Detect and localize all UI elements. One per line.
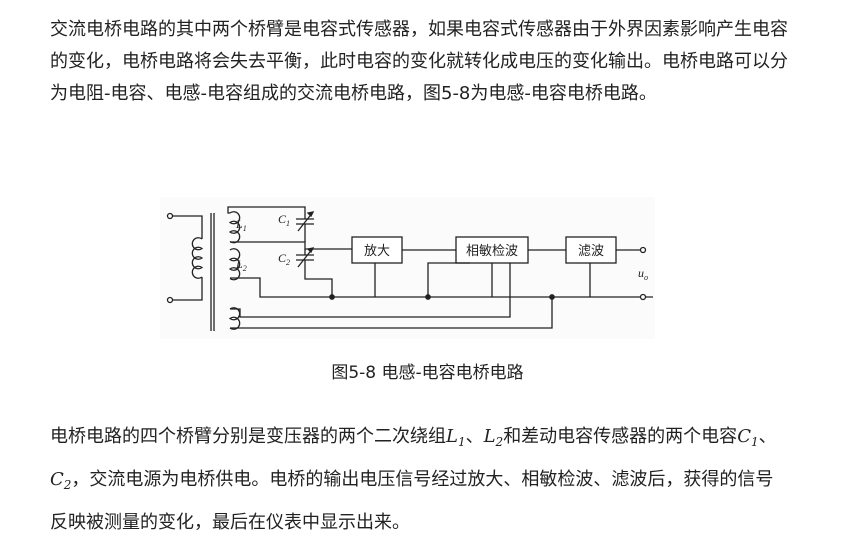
symbol-c1: C1 <box>737 426 759 449</box>
junction-dot <box>329 294 335 300</box>
psd-ref-wire-2 <box>230 263 511 318</box>
label-uo: uo <box>638 266 648 282</box>
filter-block <box>565 236 617 264</box>
secondary-coil-l1 <box>228 211 241 244</box>
figure-caption: 图5-8 电感-电容电桥电路 <box>331 363 524 383</box>
symbol-c2: C2 <box>50 469 72 492</box>
wire-l2-bottom <box>230 277 653 298</box>
wire-center-tap <box>230 241 352 250</box>
label-filter: 滤波 <box>578 244 604 259</box>
secondary-coil-l2 <box>228 248 241 281</box>
input-terminal-top <box>166 212 174 220</box>
output-terminal-bottom <box>639 293 647 301</box>
text-segment: 和差动电容传感器的两个电容 <box>503 426 738 447</box>
wire-third-bottom <box>230 297 553 329</box>
text-segment: 电桥电路的四个桥臂分别是变压器的两个二次绕组 <box>50 426 446 447</box>
primary-coil <box>191 237 204 279</box>
label-amp: 放大 <box>364 244 390 259</box>
label-l2: L2 <box>235 257 247 273</box>
junction-dot <box>425 294 431 300</box>
label-psd: 相敏检波 <box>466 244 518 259</box>
separator: 、 <box>758 426 777 447</box>
wire-top <box>227 206 306 215</box>
third-winding <box>228 307 241 330</box>
symbol-l2: L2 <box>483 426 504 449</box>
circuit-figure: L1 L2 C1 C2 uo 放大 相敏检波 滤波 <box>160 197 655 339</box>
label-l1: L1 <box>235 217 247 233</box>
junction-dot <box>549 294 555 300</box>
separator: 、 <box>465 426 484 447</box>
output-terminal-top <box>639 246 647 254</box>
label-c2: C2 <box>278 251 290 267</box>
label-c1: C1 <box>278 212 290 228</box>
symbol-l1: L1 <box>446 426 466 449</box>
paragraph-explanation: 电桥电路的四个桥臂分别是变压器的两个二次绕组L1、L2和差动电容传感器的两个电容… <box>50 418 790 541</box>
amp-block <box>351 236 403 264</box>
input-wires <box>172 215 203 301</box>
text-segment: ，交流电源为电桥供电。电桥的输出电压信号经过放大、相敏检波、滤波后，获得的信号反… <box>50 469 774 533</box>
paragraph-intro: 交流电桥电路的其中两个桥臂是电容式传感器，如果电容式传感器由于外界因素影响产生电… <box>50 19 788 104</box>
psd-ref-wire-1 <box>427 262 470 297</box>
input-terminal-bottom <box>166 296 174 304</box>
